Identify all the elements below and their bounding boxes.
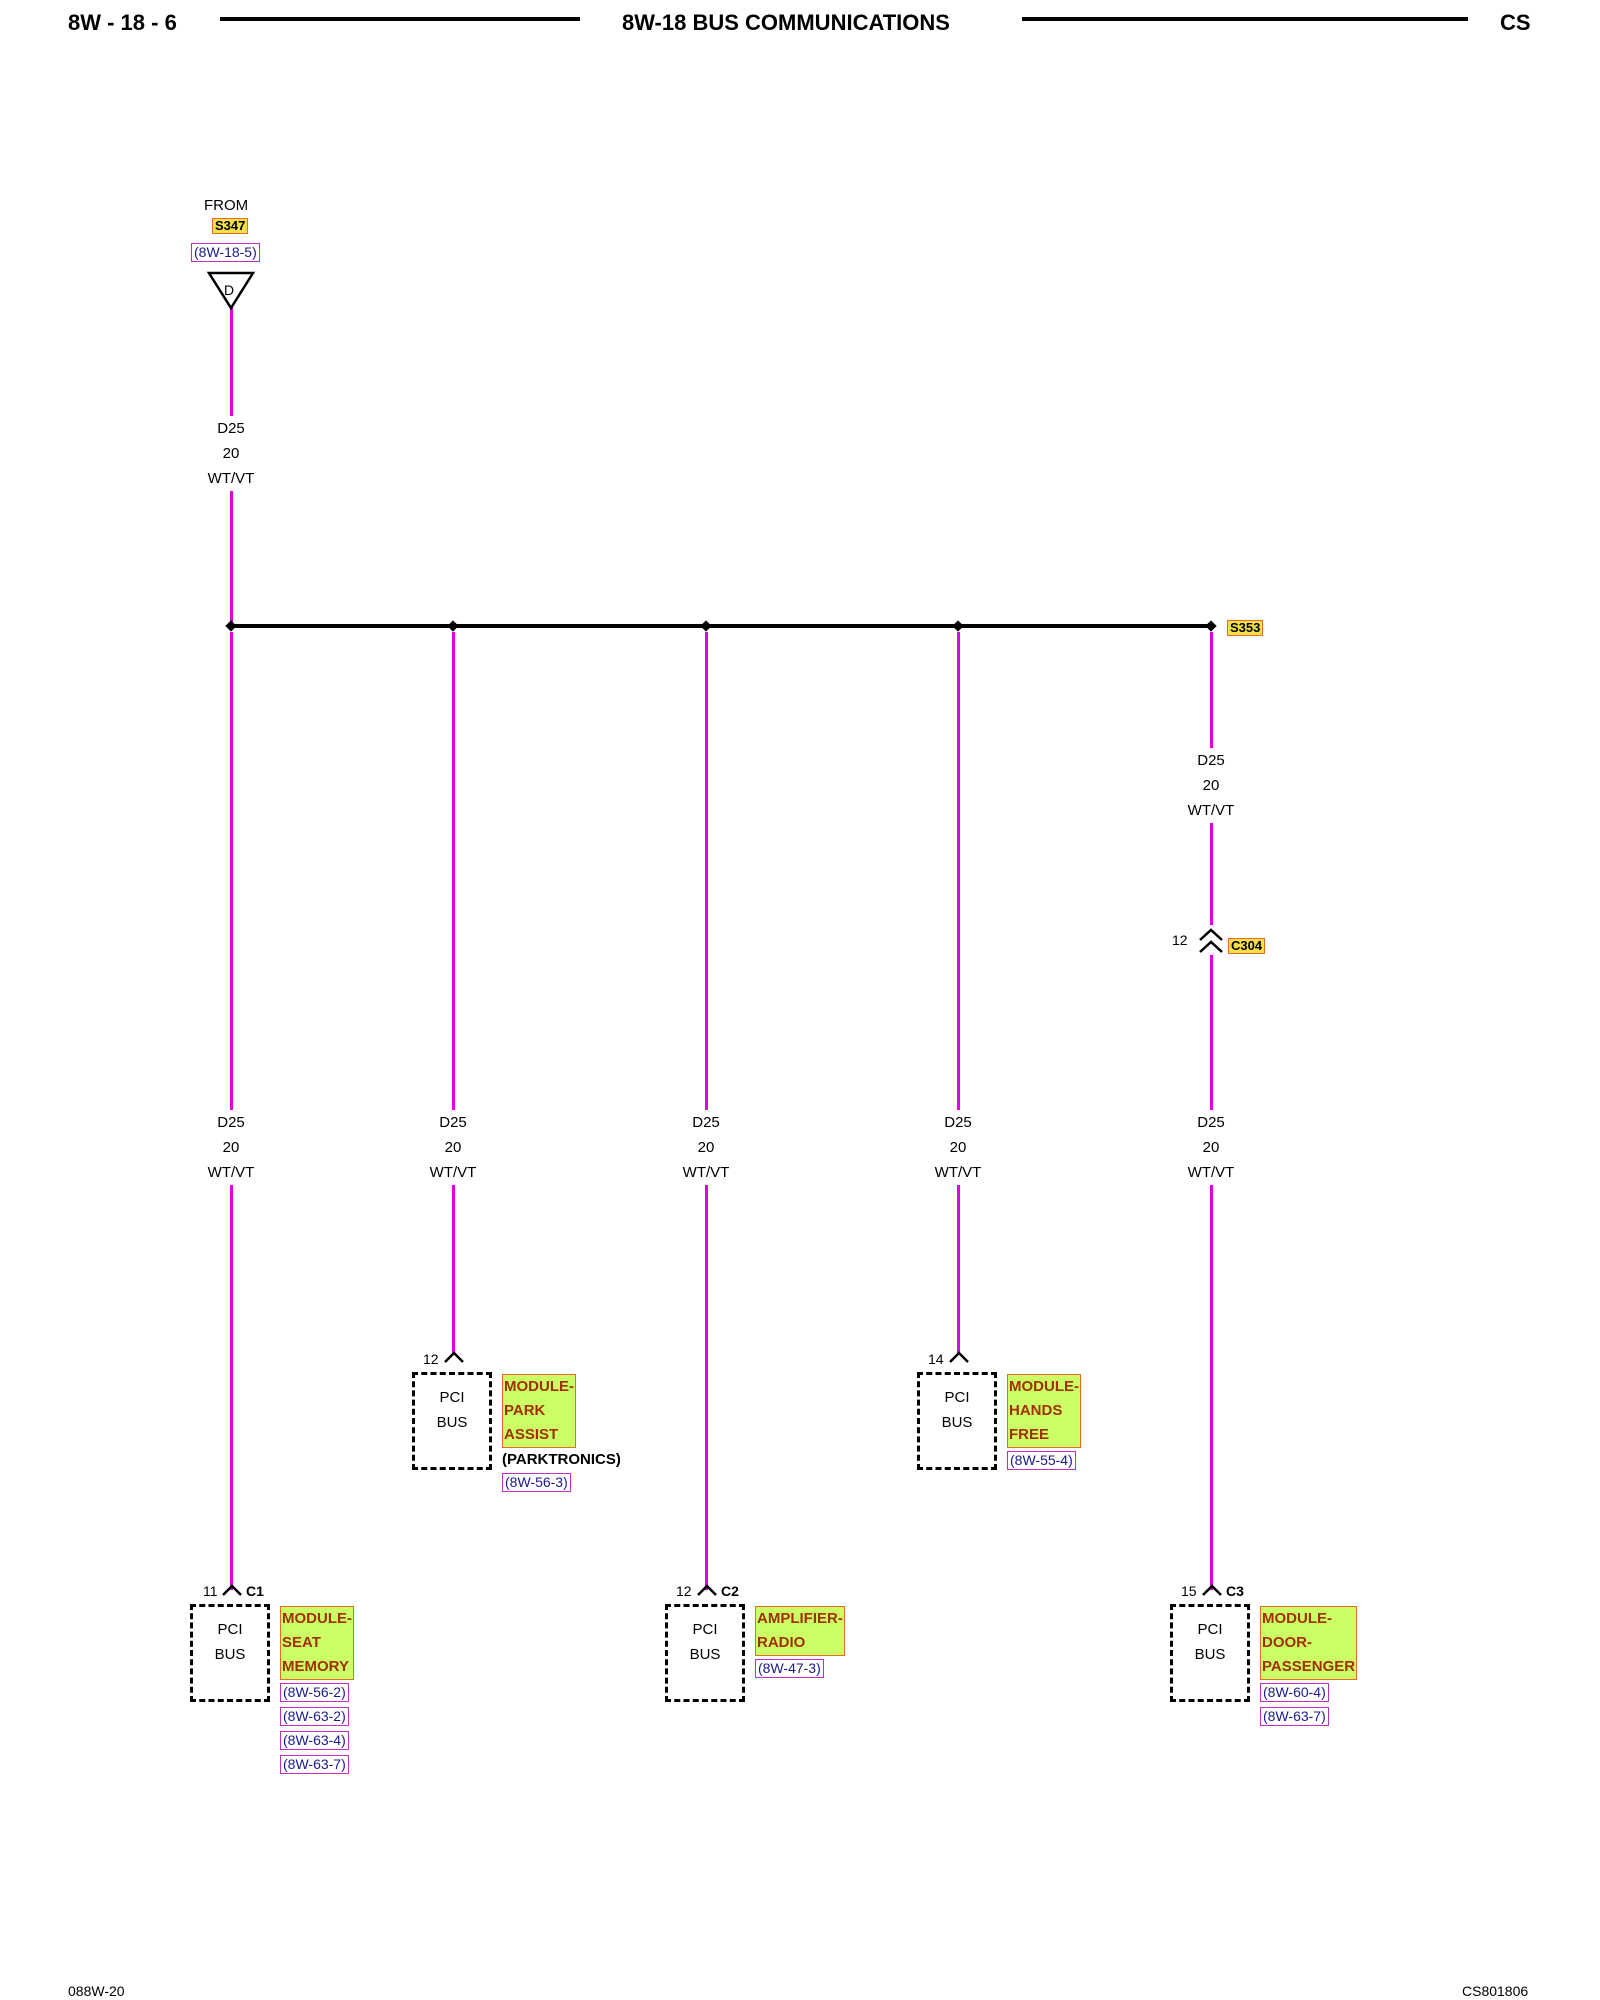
- c304-pin: 12: [1172, 932, 1188, 948]
- ref-8w-47-3: (8W-47-3): [755, 1659, 824, 1678]
- wire-hands-free: [957, 632, 960, 1354]
- pin-chevron-icon: [697, 1584, 717, 1596]
- inline-connector-icon: [1199, 928, 1223, 953]
- connector-c304: C304: [1228, 938, 1266, 954]
- header-rule-left: [220, 17, 580, 21]
- footer-right-code: CS801806: [1462, 1983, 1529, 1999]
- splice-dot: [447, 620, 459, 632]
- connector-c1: C1: [246, 1583, 264, 1599]
- pin-chevron-icon: [444, 1351, 464, 1363]
- footer-left-code: 088W-20: [68, 1983, 125, 1999]
- bus-line: [232, 624, 1210, 628]
- ref-8w-18-5: (8W-18-5): [191, 243, 260, 262]
- connector-triangle-icon: [206, 271, 256, 311]
- splice-dot: [952, 620, 964, 632]
- pin-chevron-icon: [949, 1351, 969, 1363]
- ref-8w-56-2: (8W-56-2): [280, 1683, 349, 1702]
- pin-chevron-icon: [1202, 1584, 1222, 1596]
- splice-s353: S353: [1227, 620, 1264, 636]
- ref-8w-63-7: (8W-63-7): [280, 1755, 349, 1774]
- connector-c3: C3: [1226, 1583, 1244, 1599]
- module-label-door-passenger: MODULE-DOOR-PASSENGER: [1260, 1606, 1358, 1680]
- connector-c2: C2: [721, 1583, 739, 1599]
- ref-8w-55-4: (8W-55-4): [1007, 1451, 1076, 1470]
- splice-dot: [700, 620, 712, 632]
- ref-8w-56-3: (8W-56-3): [502, 1473, 571, 1492]
- module-label-amplifier-radio: AMPLIFIER-RADIO: [755, 1606, 845, 1656]
- ref-8w-63-7: (8W-63-7): [1260, 1707, 1329, 1726]
- note-parktronics: (PARKTRONICS): [502, 1451, 621, 1468]
- ref-8w-60-4: (8W-60-4): [1260, 1683, 1329, 1702]
- splice-s347: S347: [212, 218, 249, 234]
- page-title: 8W-18 BUS COMMUNICATIONS: [622, 10, 950, 35]
- header-rule-right: [1022, 17, 1468, 21]
- model-code: CS: [1500, 10, 1531, 35]
- pin-chevron-icon: [222, 1584, 242, 1596]
- pin-hands-free: 14: [928, 1351, 944, 1367]
- pin-door-passenger: 15: [1181, 1583, 1197, 1599]
- pin-park-assist: 12: [423, 1351, 439, 1367]
- connector-letter: D: [224, 282, 235, 298]
- splice-dot: [1205, 620, 1217, 632]
- pin-amplifier-radio: 12: [676, 1583, 692, 1599]
- page-number: 8W - 18 - 6: [68, 10, 177, 35]
- ref-8w-63-2: (8W-63-2): [280, 1707, 349, 1726]
- pin-seat-memory: 11: [203, 1583, 218, 1599]
- splice-dot: [225, 620, 237, 632]
- wire-park-assist: [452, 632, 455, 1354]
- ref-8w-63-4: (8W-63-4): [280, 1731, 349, 1750]
- from-label: FROM: [204, 197, 249, 214]
